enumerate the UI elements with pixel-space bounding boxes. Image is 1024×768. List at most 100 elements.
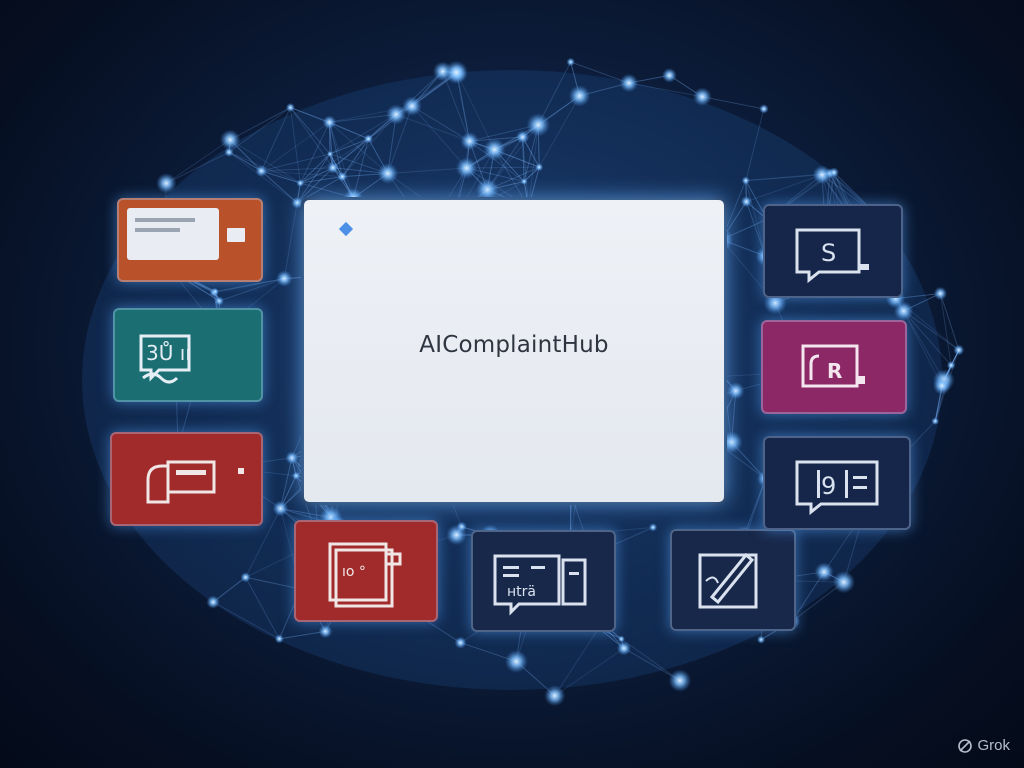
network-node [568, 85, 591, 107]
network-node [444, 60, 469, 85]
network-link [279, 630, 326, 640]
network-node [224, 147, 234, 157]
network-node [619, 73, 639, 93]
network-node [385, 104, 407, 125]
network-link [702, 96, 764, 110]
network-node [741, 176, 750, 185]
network-node [526, 113, 550, 137]
network-link [628, 82, 703, 98]
list-icon: ʜträ [493, 554, 587, 616]
network-node [535, 163, 544, 172]
network-link [469, 124, 539, 142]
network-node [661, 67, 677, 83]
network-node [617, 635, 625, 643]
note-tile: ıо ° [294, 520, 438, 622]
network-link [554, 647, 625, 697]
network-link [522, 136, 525, 182]
network-link [442, 71, 471, 142]
sparkle-icon [338, 221, 354, 237]
central-screen: AIComplaintHub [304, 200, 724, 502]
network-link [229, 107, 291, 141]
phone-tile-text: 9 [821, 472, 836, 500]
watermark-label: Grok [977, 737, 1010, 754]
network-link [746, 174, 823, 203]
network-link [261, 121, 330, 172]
network-node [214, 296, 225, 306]
network-link [215, 278, 285, 292]
network-node [616, 641, 632, 656]
network-link [903, 310, 945, 381]
network-link [387, 167, 467, 174]
network-link [300, 167, 334, 184]
network-node [814, 562, 834, 582]
network-link [260, 107, 291, 172]
network-link [166, 151, 230, 184]
network-node [327, 161, 339, 174]
network-link [903, 310, 960, 351]
network-link [245, 577, 280, 640]
network-link [328, 122, 334, 168]
dollar-icon: S [795, 228, 869, 284]
phone-tile: 9 [763, 436, 911, 530]
dollar-tile-text: S [821, 239, 836, 267]
network-node [946, 360, 956, 370]
network-link [522, 136, 529, 208]
network-link [290, 107, 331, 155]
network-link [261, 170, 298, 204]
network-link [299, 153, 331, 184]
network-link [228, 151, 262, 172]
network-node [832, 570, 856, 594]
network-link [300, 138, 369, 184]
network-node [337, 171, 348, 182]
network-link [329, 121, 389, 174]
network-node [454, 636, 467, 649]
receipt-tile: R [761, 320, 907, 414]
chat-tile-text: 3Ů ıı [146, 341, 191, 365]
network-node [460, 131, 479, 151]
network-node [377, 163, 399, 184]
network-node [544, 685, 566, 707]
network-node [272, 500, 289, 517]
network-link [621, 638, 681, 681]
network-node [812, 165, 832, 185]
network-link [329, 121, 369, 140]
network-node [515, 130, 530, 144]
receipt-icon: R [801, 344, 865, 388]
network-link [290, 107, 334, 168]
network-link [411, 105, 470, 142]
network-link [212, 576, 246, 603]
network-link [341, 138, 369, 177]
network-link [328, 122, 343, 177]
network-link [296, 176, 343, 204]
network-link [279, 457, 293, 509]
network-node [933, 286, 948, 301]
card-tile [117, 198, 263, 282]
network-node [504, 649, 528, 673]
network-node [240, 572, 251, 583]
network-node [274, 634, 284, 644]
network-link [554, 627, 600, 696]
network-node [648, 523, 658, 532]
network-node [455, 157, 478, 179]
network-link [332, 138, 369, 169]
network-link [296, 167, 334, 204]
network-link [486, 124, 539, 191]
list-tile-text: ʜträ [507, 584, 536, 600]
network-link [352, 138, 369, 198]
network-link [903, 310, 952, 366]
network-node [475, 178, 499, 202]
network-link [745, 108, 765, 181]
chat-tile-teal: 3Ů ıı [113, 308, 263, 402]
network-link [290, 107, 330, 123]
list-tile: ʜträ [471, 530, 616, 632]
network-node [363, 134, 374, 144]
network-link [245, 576, 301, 590]
network-node [211, 287, 219, 295]
network-node [296, 179, 305, 188]
network-link [329, 113, 397, 155]
network-link [299, 122, 330, 184]
network-link [329, 138, 369, 155]
network-link [745, 174, 823, 182]
network-link [213, 278, 285, 293]
network-link [261, 170, 343, 178]
